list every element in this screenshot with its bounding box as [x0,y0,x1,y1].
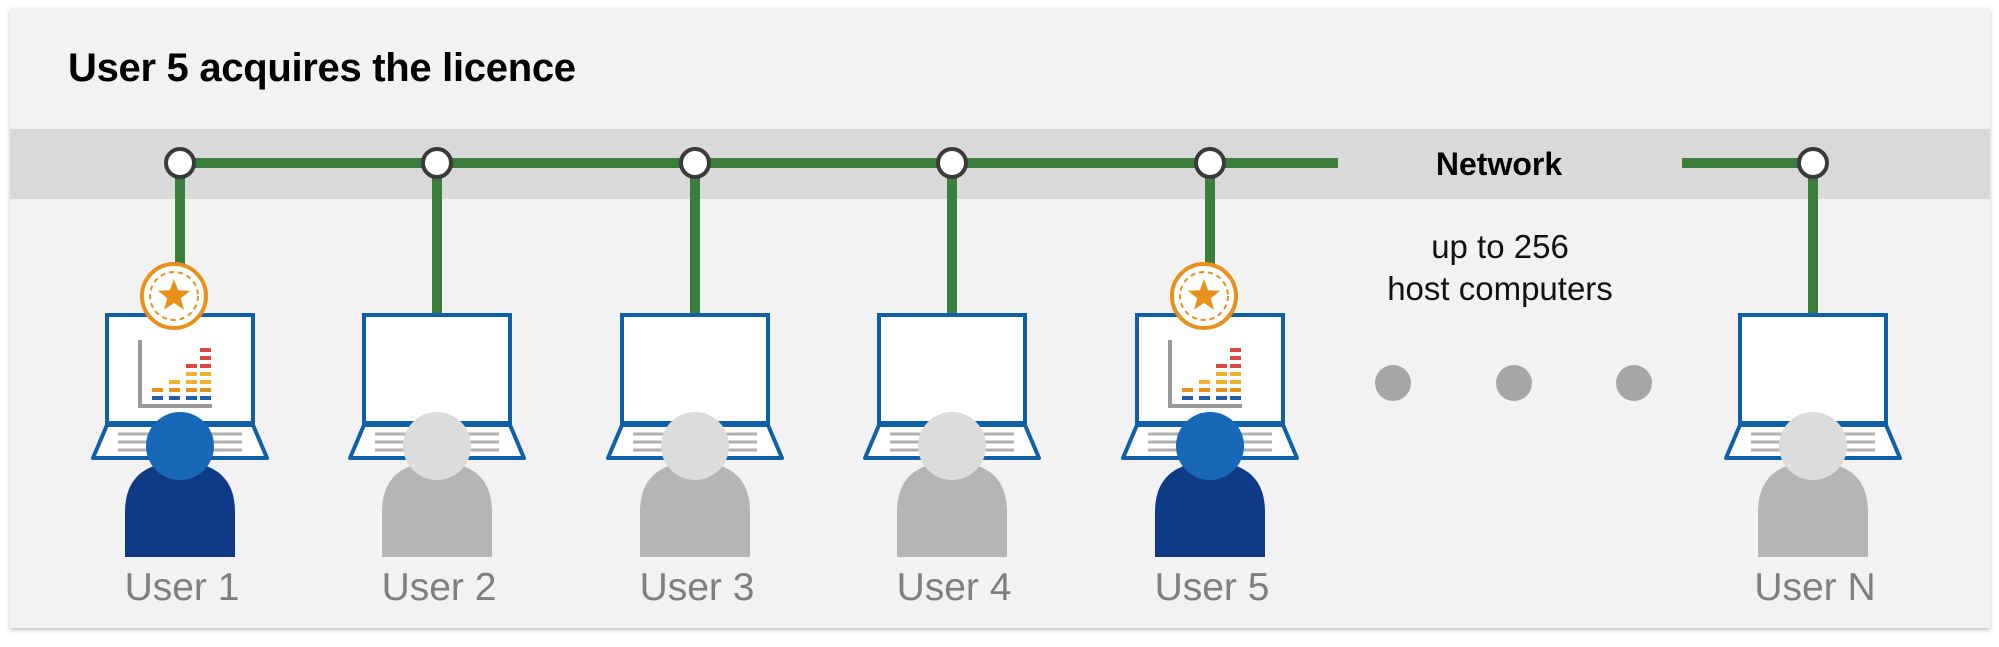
chart-bar-segment [1216,372,1227,376]
chart-bar-segment [169,396,180,400]
chart-bar-segment [1230,380,1241,384]
user-label-2: User 2 [381,566,497,609]
star-icon [157,279,191,310]
chart-bar-segment [186,388,197,392]
chart-axis-icon [1168,340,1242,408]
user-head-icon [1779,412,1847,480]
user-label-3: User 3 [639,566,755,609]
chart-bar-segment [1182,396,1193,400]
laptop-screen [877,313,1027,425]
user-body-icon [382,462,492,557]
licence-badge-inner-ring [1179,271,1229,321]
user-head-icon [403,412,471,480]
chart-bar-segment [1230,388,1241,392]
chart-bar-segment [186,372,197,376]
chart-bar-segment [1216,396,1227,400]
user-label-5: User 5 [1154,566,1270,609]
chart-bar-segment [169,380,180,384]
chart-bar-segment [200,364,211,368]
chart-bar-segment [1199,388,1210,392]
user-label-4: User 4 [896,566,1012,609]
chart-bar-segment [1230,348,1241,352]
chart-bar-segment [200,388,211,392]
chart-bar-segment [1216,364,1227,368]
chart-bar-segment [200,372,211,376]
chart-bar-segment [152,388,163,392]
user-body-icon [1155,462,1265,557]
user-station-3 [606,147,784,557]
chart-bar-segment [186,364,197,368]
chart-bar-segment [200,380,211,384]
network-node [679,147,711,179]
user-head-icon [918,412,986,480]
user-station-2 [348,147,526,557]
chart-bar-segment [186,380,197,384]
network-node [164,147,196,179]
chart-bar-segment [169,388,180,392]
chart-bar-segment [1230,372,1241,376]
hosts-note-line-1: up to 256 [1431,228,1569,265]
licence-badge-icon [1170,262,1238,330]
network-node [1194,147,1226,179]
chart-bar-segment [1230,364,1241,368]
network-node [1797,147,1829,179]
user-label-n: User N [1754,566,1876,609]
user-station-5 [1121,147,1299,557]
hosts-note: up to 256 host computers [1350,226,1650,310]
chart-bar-segment [200,396,211,400]
star-icon [1187,279,1221,310]
network-node [936,147,968,179]
chart-bar-segment [1216,380,1227,384]
user-body-icon [640,462,750,557]
ellipsis-dot [1496,365,1532,401]
user-station-1 [91,147,269,557]
chart-bar-segment [152,396,163,400]
ellipsis-dot [1375,365,1411,401]
network-node [421,147,453,179]
hosts-note-line-2: host computers [1387,270,1613,307]
user-body-icon [1758,462,1868,557]
chart-axis-icon [138,340,212,408]
user-body-icon [897,462,1007,557]
user-station-4 [863,147,1041,557]
chart-bar-segment [186,396,197,400]
chart-bar-segment [200,348,211,352]
user-body-icon [125,462,235,557]
chart-bar-segment [200,356,211,360]
licence-badge-inner-ring [149,271,199,321]
chart-bar-segment [1230,396,1241,400]
laptop-screen [362,313,512,425]
laptop-screen [620,313,770,425]
user-head-icon [146,412,214,480]
chart-bar-segment [1199,380,1210,384]
chart-bar-segment [1216,388,1227,392]
licence-badge-icon [140,262,208,330]
laptop-screen [1738,313,1888,425]
ellipsis-dot [1616,365,1652,401]
chart-bar-segment [1182,388,1193,392]
user-label-1: User 1 [124,566,240,609]
page-title: User 5 acquires the licence [68,46,576,90]
user-head-icon [1176,412,1244,480]
chart-bar-segment [1199,396,1210,400]
user-station-n [1724,147,1902,557]
chart-bar-segment [1230,356,1241,360]
network-label: Network [1435,146,1563,182]
user-head-icon [661,412,729,480]
